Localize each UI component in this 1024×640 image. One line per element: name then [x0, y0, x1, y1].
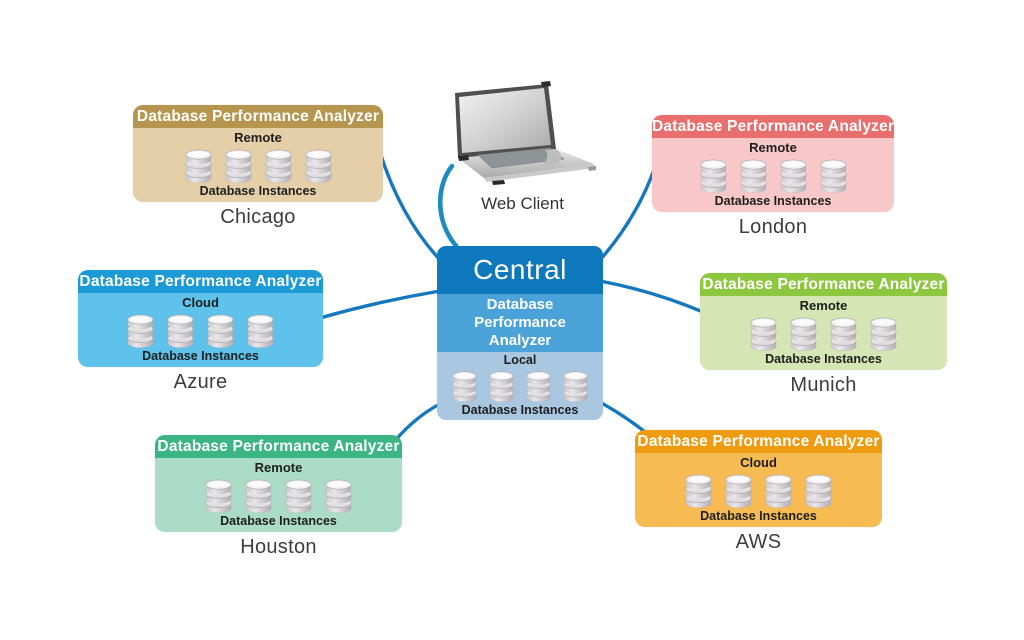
database-icon: [818, 157, 849, 194]
database-instances-row: [683, 472, 834, 509]
database-icon: [560, 369, 591, 403]
node-header: Database Performance Analyzer: [635, 430, 882, 453]
database-icon: [165, 312, 196, 349]
node-city-label: Munich: [790, 374, 857, 396]
database-icon: [449, 369, 480, 403]
connector-azure-central: [318, 289, 442, 320]
database-icon: [223, 147, 254, 184]
node-body: Remote Database Instances: [700, 296, 947, 370]
database-icon: [683, 472, 714, 509]
database-instances-label: Database Instances: [700, 509, 817, 523]
node-city-label: London: [738, 216, 808, 238]
zone-label: Remote: [254, 460, 303, 475]
database-instances-row: [183, 147, 334, 184]
laptop-icon: [455, 81, 596, 185]
database-icon: [523, 369, 554, 403]
zone-label: Local: [503, 353, 537, 367]
node-header: Database Performance Analyzer: [652, 115, 894, 138]
database-icon: [205, 312, 236, 349]
database-instances-label: Database Instances: [461, 403, 579, 417]
database-icon: [828, 315, 859, 352]
database-instances-row: [203, 477, 354, 514]
database-icon: [723, 472, 754, 509]
node-city-label: Chicago: [220, 206, 296, 228]
database-instances-label: Database Instances: [220, 514, 337, 528]
web-client: Web Client: [445, 80, 600, 214]
central-subtitle-band: Database Performance Analyzer: [437, 294, 603, 352]
node-central: Central Database Performance Analyzer Lo…: [437, 246, 603, 420]
database-icon: [125, 312, 156, 349]
node-header: Database Performance Analyzer: [78, 270, 323, 293]
database-icon: [243, 477, 274, 514]
database-instances-label: Database Instances: [199, 184, 317, 198]
database-instances-label: Database Instances: [142, 349, 259, 363]
central-subtitle: Database Performance Analyzer: [474, 296, 566, 349]
connector-london-central: [598, 165, 657, 262]
database-icon: [803, 472, 834, 509]
zone-label: Cloud: [740, 455, 777, 470]
database-instances-row: [698, 157, 849, 194]
zone-label: Remote: [799, 298, 848, 313]
zone-label: Cloud: [182, 295, 219, 310]
node-header: Database Performance Analyzer: [133, 105, 383, 128]
database-instances-row: [125, 312, 276, 349]
database-icon: [763, 472, 794, 509]
database-icon: [203, 477, 234, 514]
node-city-label: Houston: [240, 536, 317, 558]
connector-munich-central: [598, 279, 705, 314]
node-azure: Database Performance Analyzer Cloud Data…: [78, 270, 323, 394]
database-icon: [303, 147, 334, 184]
node-header: Database Performance Analyzer: [155, 435, 402, 458]
database-icon: [738, 157, 769, 194]
central-local-band: Local Database Instances: [437, 352, 603, 420]
web-client-label: Web Client: [481, 194, 564, 213]
node-chicago: Database Performance Analyzer Remote Dat…: [133, 105, 383, 229]
node-munich: Database Performance Analyzer Remote Dat…: [700, 273, 947, 397]
database-icon: [263, 147, 294, 184]
zone-label: Remote: [749, 140, 797, 155]
database-icon: [283, 477, 314, 514]
database-icon: [868, 315, 899, 352]
node-body: Remote Database Instances: [652, 138, 894, 212]
node-aws: Database Performance Analyzer Cloud Data…: [635, 430, 882, 554]
database-icon: [748, 315, 779, 352]
node-houston: Database Performance Analyzer Remote Dat…: [155, 435, 402, 559]
node-body: Remote Database Instances: [155, 458, 402, 532]
node-header: Database Performance Analyzer: [700, 273, 947, 296]
node-city-label: AWS: [735, 531, 782, 553]
database-instances-label: Database Instances: [765, 352, 882, 366]
node-body: Cloud Database Instances: [635, 453, 882, 527]
database-icon: [788, 315, 819, 352]
database-icon: [698, 157, 729, 194]
database-icon: [183, 147, 214, 184]
database-instances-label: Database Instances: [714, 194, 832, 208]
node-london: Database Performance Analyzer Remote Dat…: [652, 115, 894, 239]
connector-chicago-central: [377, 147, 444, 264]
node-city-label: Azure: [173, 371, 228, 393]
database-icon: [778, 157, 809, 194]
database-instances-row: [449, 369, 591, 403]
database-instances-row: [748, 315, 899, 352]
connector-webclient-central: [437, 163, 460, 250]
zone-label: Remote: [234, 130, 282, 145]
node-body: Remote Database Instances: [133, 128, 383, 202]
database-icon: [245, 312, 276, 349]
node-body: Cloud Database Instances: [78, 293, 323, 367]
central-title: Central: [437, 246, 603, 294]
database-icon: [486, 369, 517, 403]
database-icon: [323, 477, 354, 514]
